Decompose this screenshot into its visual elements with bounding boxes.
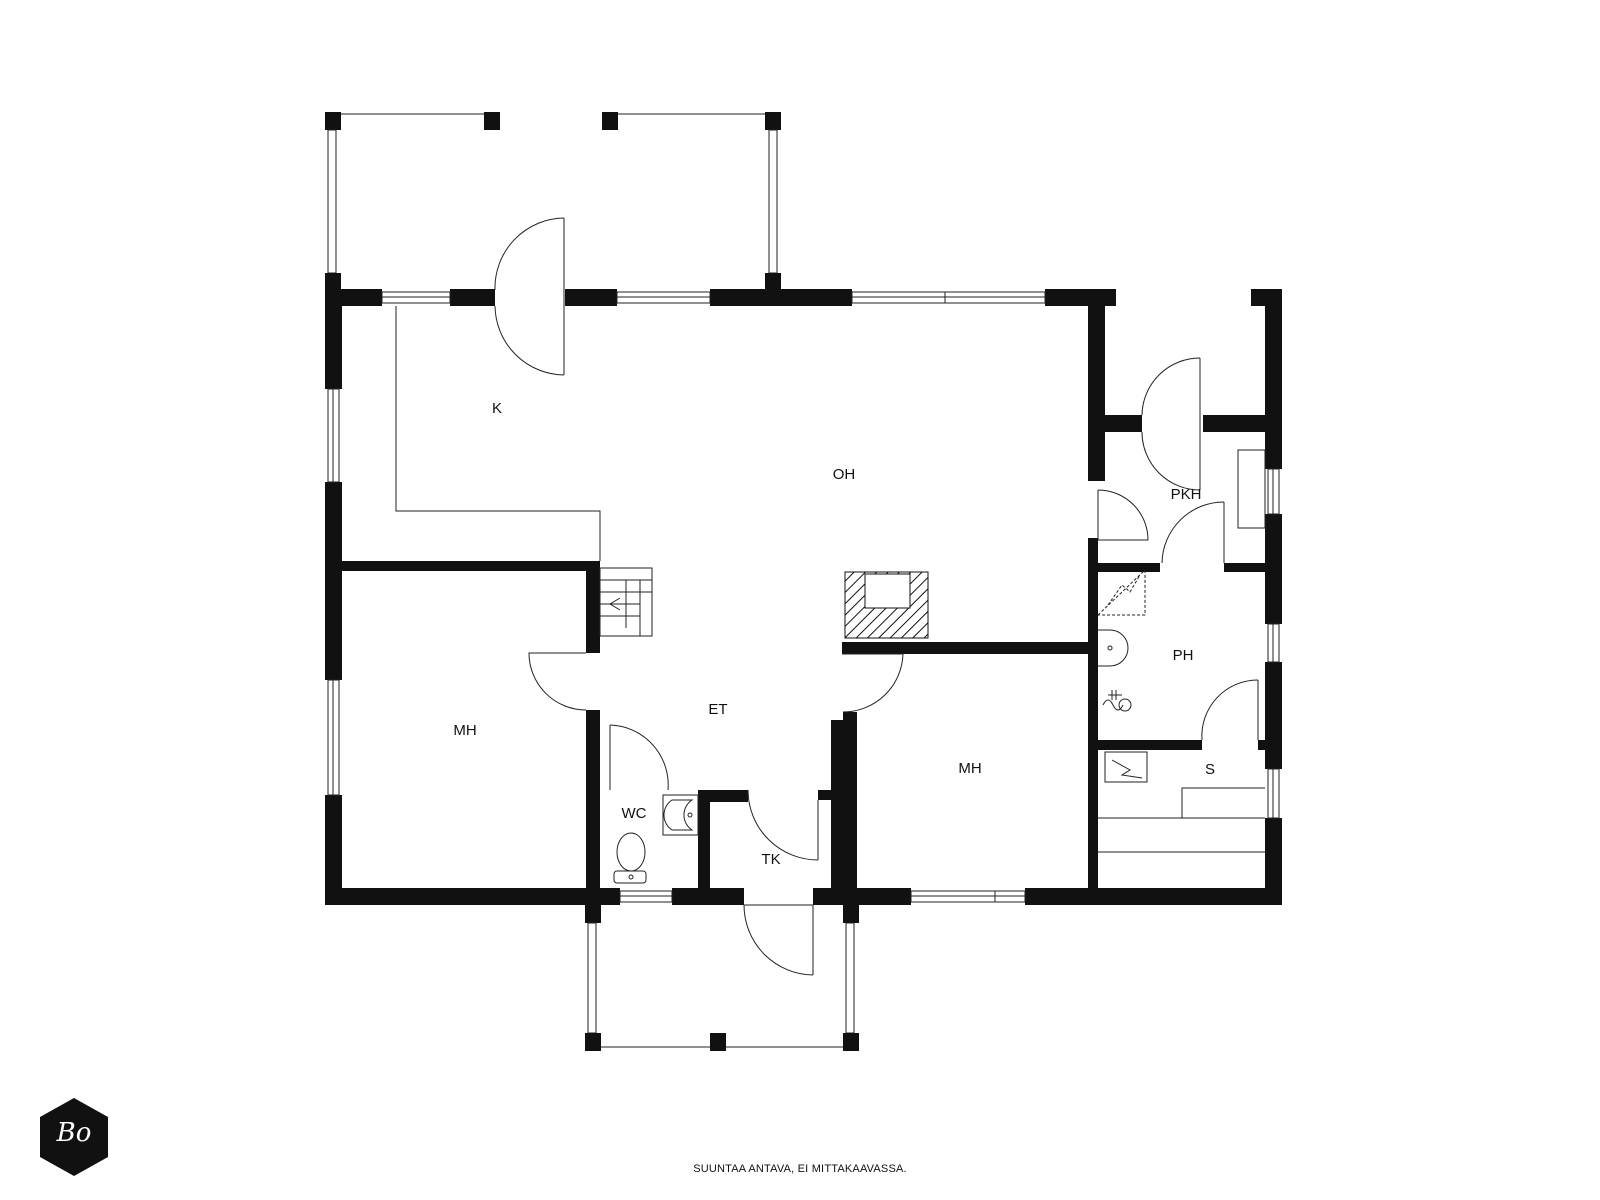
fireplace xyxy=(844,571,929,639)
hexagon-logo-icon: Bo xyxy=(38,1096,110,1178)
room-label-k: K xyxy=(492,400,502,417)
windows xyxy=(327,291,1280,906)
room-label-et: ET xyxy=(708,701,727,718)
ph-sink-icon xyxy=(1098,629,1129,667)
room-label-oh: OH xyxy=(833,466,856,483)
room-label-tk: TK xyxy=(761,851,780,868)
thin-lines xyxy=(395,306,1266,853)
disclaimer-note: SUUNTAA ANTAVA, EI MITTAKAAVASSA. xyxy=(693,1163,907,1175)
interior-walls xyxy=(342,415,1265,905)
logo-text: Bo xyxy=(56,1118,92,1148)
room-label-pkh: PKH xyxy=(1171,486,1202,503)
wc-toilet-icon xyxy=(613,832,647,884)
doors xyxy=(494,217,1259,976)
ph-heater-icon xyxy=(1097,568,1146,616)
sauna-stove-icon xyxy=(1104,751,1148,783)
top-porch xyxy=(325,112,781,293)
ph-shower-icon xyxy=(1102,690,1132,712)
room-label-mh-left: MH xyxy=(453,722,476,739)
room-label-mh-right: MH xyxy=(958,760,981,777)
room-label-s: S xyxy=(1205,761,1215,778)
room-label-ph: PH xyxy=(1173,647,1194,664)
room-label-wc: WC xyxy=(622,805,647,822)
outer-walls xyxy=(325,289,1282,905)
wc-sink-icon xyxy=(662,794,699,836)
bottom-porch xyxy=(585,905,859,1051)
